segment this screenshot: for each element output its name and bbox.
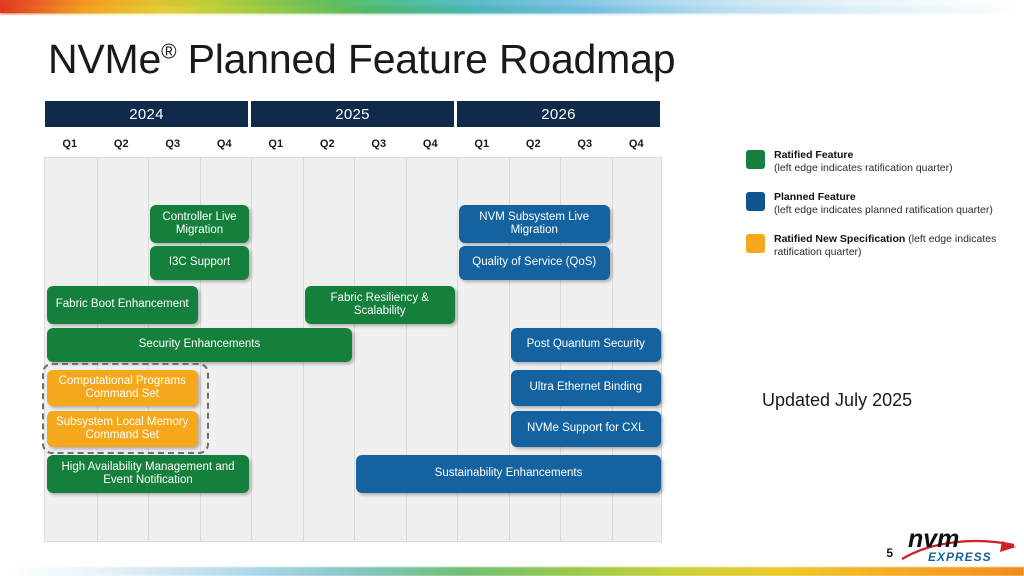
roadmap-bar-label: Quality of Service (QoS) — [472, 256, 597, 269]
new-specification-group-box — [42, 363, 209, 454]
legend-item-green: Ratified Feature(left edge indicates rat… — [746, 149, 1014, 175]
gridline-6 — [354, 158, 355, 541]
roadmap-bar[interactable]: Sustainability Enhancements — [356, 455, 661, 493]
quarter-label-6: Q3 — [371, 138, 387, 150]
quarter-label-4: Q1 — [268, 138, 284, 150]
legend-text: Ratified New Specification (left edge in… — [774, 233, 1014, 259]
roadmap-bar-label: NVMe Support for CXL — [526, 422, 645, 435]
legend-item-blue: Planned Feature(left edge indicates plan… — [746, 191, 1014, 217]
roadmap-bar[interactable]: I3C Support — [150, 246, 249, 280]
roadmap-bar[interactable]: Subsystem Local Memory Command Set — [47, 411, 198, 447]
roadmap-bar[interactable]: Controller Live Migration — [150, 205, 249, 243]
legend-swatch-orange-icon — [746, 234, 765, 253]
quarter-label-9: Q2 — [525, 138, 541, 150]
gridline-8 — [457, 158, 458, 541]
quarter-label-5: Q2 — [319, 138, 335, 150]
svg-text:EXPRESS: EXPRESS — [928, 550, 992, 564]
quarter-label-11: Q4 — [628, 138, 644, 150]
roadmap-bar-label: Subsystem Local Memory Command Set — [56, 415, 189, 442]
roadmap-bar[interactable]: High Availability Management and Event N… — [47, 455, 249, 493]
roadmap-bar[interactable]: Computational Programs Command Set — [47, 370, 198, 406]
legend-title: Ratified Feature — [774, 149, 854, 161]
roadmap-bar-label: High Availability Management and Event N… — [61, 460, 235, 487]
legend-swatch-blue-icon — [746, 192, 765, 211]
legend-text: Ratified Feature(left edge indicates rat… — [774, 149, 953, 175]
top-decorative-gradient-overlay — [0, 6, 1024, 14]
year-header-2026: 2026 — [457, 101, 660, 127]
roadmap-bar-label: Sustainability Enhancements — [434, 467, 583, 480]
nvm-express-logo: nvm EXPRESS — [894, 521, 1016, 567]
quarter-label-3: Q4 — [216, 138, 232, 150]
page-title-rest: Planned Feature Roadmap — [176, 36, 676, 82]
legend-title: Planned Feature — [774, 191, 856, 203]
page-number: 5 — [886, 546, 893, 560]
roadmap-bar-label: Fabric Boot Enhancement — [55, 298, 189, 311]
year-header-2025: 2025 — [251, 101, 454, 127]
legend-item-orange: Ratified New Specification (left edge in… — [746, 233, 1014, 259]
quarter-label-7: Q4 — [422, 138, 438, 150]
roadmap-bar-label: Post Quantum Security — [526, 338, 645, 351]
registered-trademark-icon: ® — [161, 40, 177, 64]
roadmap-bar[interactable]: NVMe Support for CXL — [510, 411, 661, 447]
roadmap-bar[interactable]: Ultra Ethernet Binding — [510, 370, 661, 406]
svg-text:nvm: nvm — [908, 525, 959, 553]
updated-note: Updated July 2025 — [762, 390, 913, 410]
bottom-decorative-gradient-stripe — [0, 567, 1024, 576]
legend-description: (left edge indicates planned ratificatio… — [774, 204, 993, 216]
roadmap-bar[interactable]: Quality of Service (QoS) — [459, 246, 610, 280]
legend: Ratified Feature(left edge indicates rat… — [746, 149, 1014, 275]
gridline-7 — [405, 158, 407, 541]
quarter-label-1: Q2 — [113, 138, 129, 150]
gridline-9 — [508, 158, 510, 541]
roadmap-bar[interactable]: Fabric Boot Enhancement — [47, 286, 198, 324]
page-title-main: NVMe — [48, 36, 162, 82]
roadmap-bar[interactable]: Security Enhancements — [47, 328, 352, 362]
roadmap-bar[interactable]: Post Quantum Security — [510, 328, 661, 362]
quarter-label-2: Q3 — [165, 138, 181, 150]
roadmap-bar-label: Controller Live Migration — [162, 210, 237, 237]
roadmap-bar-label: Security Enhancements — [138, 338, 261, 351]
roadmap-bar-label: Fabric Resiliency & Scalability — [330, 291, 429, 318]
legend-swatch-green-icon — [746, 150, 765, 169]
roadmap-bar-label: NVM Subsystem Live Migration — [479, 210, 590, 237]
legend-description: (left edge indicates ratification quarte… — [774, 162, 953, 174]
legend-text: Planned Feature(left edge indicates plan… — [774, 191, 993, 217]
quarter-label-0: Q1 — [62, 138, 78, 150]
legend-description: (left edge indicates ratification quarte… — [774, 233, 997, 258]
roadmap-bar-label: Ultra Ethernet Binding — [529, 381, 642, 394]
quarter-label-10: Q3 — [577, 138, 593, 150]
roadmap-bar[interactable]: Fabric Resiliency & Scalability — [304, 286, 455, 324]
roadmap-bar[interactable]: NVM Subsystem Live Migration — [459, 205, 610, 243]
page-title: NVMe® Planned Feature Roadmap — [48, 36, 676, 83]
roadmap-bar-label: Computational Programs Command Set — [58, 374, 186, 401]
year-header-2024: 2024 — [45, 101, 248, 127]
legend-title: Ratified New Specification — [774, 233, 906, 245]
quarter-label-8: Q1 — [474, 138, 490, 150]
roadmap-bar-label: I3C Support — [168, 256, 231, 269]
